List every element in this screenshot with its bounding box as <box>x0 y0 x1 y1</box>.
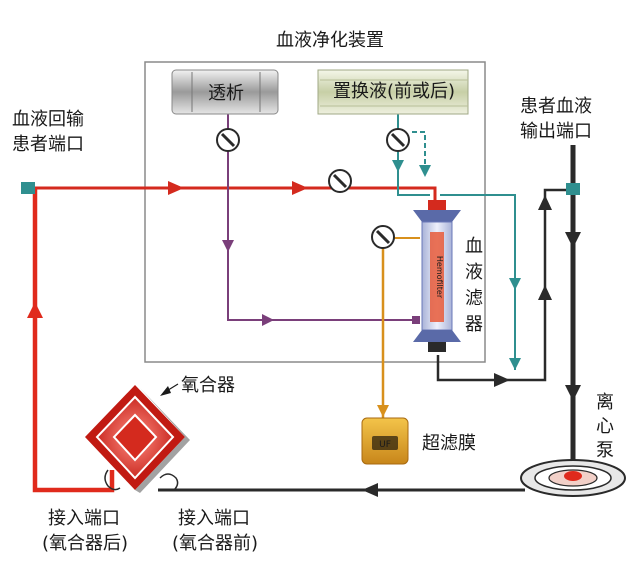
pump-line-arrow <box>362 483 378 497</box>
replacement-arrow <box>509 278 521 290</box>
blood-line-arrow <box>168 181 184 195</box>
hemofilter-label-char: 液 <box>465 262 483 283</box>
hemofilter-label-char: 器 <box>465 314 483 335</box>
oxygenator-pointer-arrow <box>160 386 171 396</box>
access-port-before-sublabel: (氧合器前) <box>172 533 258 554</box>
dialysis-label: 透析 <box>208 83 244 104</box>
replacement-arrow <box>509 358 521 370</box>
dialysate-line <box>227 112 415 321</box>
filter-outflow-line <box>436 188 570 382</box>
access-port-after-connector[interactable] <box>104 469 121 491</box>
access-port-after-label: 接入端口 <box>48 508 120 529</box>
ultrafiltrate-label: 超滤膜 <box>422 433 476 454</box>
dialysate-inlet-marker <box>412 316 420 324</box>
access-port-before-connector[interactable] <box>159 473 179 491</box>
replacement-arrow <box>392 160 404 172</box>
return-port-marker[interactable] <box>21 182 35 194</box>
pump-label-char: 离 <box>596 392 614 413</box>
valve-clamp-icon[interactable] <box>371 225 395 249</box>
valve-clamp-icon[interactable] <box>328 169 352 193</box>
replacement-fluid-label: 置换液(前或后) <box>333 81 455 102</box>
filter-outflow-arrow <box>494 373 510 387</box>
return-line-arrow <box>27 302 43 318</box>
access-port-before-label: 接入端口 <box>178 508 250 529</box>
ultrafiltrate-bag-icon <box>361 417 409 465</box>
access-port-after-sublabel: (氧合器后) <box>42 533 128 554</box>
blood-return-line <box>32 188 115 493</box>
filter-outflow-arrow <box>538 285 552 300</box>
oxygenator-label: 氧合器 <box>181 375 235 396</box>
output-line-arrow <box>565 385 581 401</box>
ultrafiltrate-arrow <box>377 405 389 417</box>
output-port-label: 输出端口 <box>520 121 592 142</box>
replacement-arrow <box>419 165 431 177</box>
centrifugal-pump-icon <box>520 459 626 497</box>
pump-label-char: 泵 <box>596 440 614 461</box>
hemofilter-cartridge-icon <box>413 200 461 352</box>
return-port-label: 血液回输 <box>12 109 84 130</box>
blood-line-arrow <box>292 181 308 195</box>
hemofilter-device-text: Hemofilter <box>435 256 444 299</box>
return-port-label: 患者端口 <box>12 134 84 155</box>
dialysate-arrow <box>222 240 234 252</box>
output-port-marker[interactable] <box>566 183 580 195</box>
dialysate-arrow <box>262 314 274 326</box>
oxygenator-diamond-icon <box>85 385 190 493</box>
valve-clamp-icon[interactable] <box>386 128 410 152</box>
replacement-line-dashed <box>412 131 426 170</box>
filter-outflow-arrow <box>538 195 552 210</box>
output-line-arrow <box>565 232 581 248</box>
ultrafiltrate-bag-text: UF <box>379 440 391 450</box>
valve-clamp-icon[interactable] <box>216 128 240 152</box>
pump-label-char: 心 <box>596 416 614 437</box>
dialyzer-bag <box>171 69 279 115</box>
replacement-line-post <box>440 194 516 370</box>
replacement-fluid-bag <box>317 69 469 115</box>
output-port-label: 患者血液 <box>520 96 592 117</box>
hemofilter-label-char: 滤 <box>465 288 483 309</box>
hemofilter-label-char: 血 <box>465 236 483 257</box>
device-title: 血液净化装置 <box>276 30 384 51</box>
